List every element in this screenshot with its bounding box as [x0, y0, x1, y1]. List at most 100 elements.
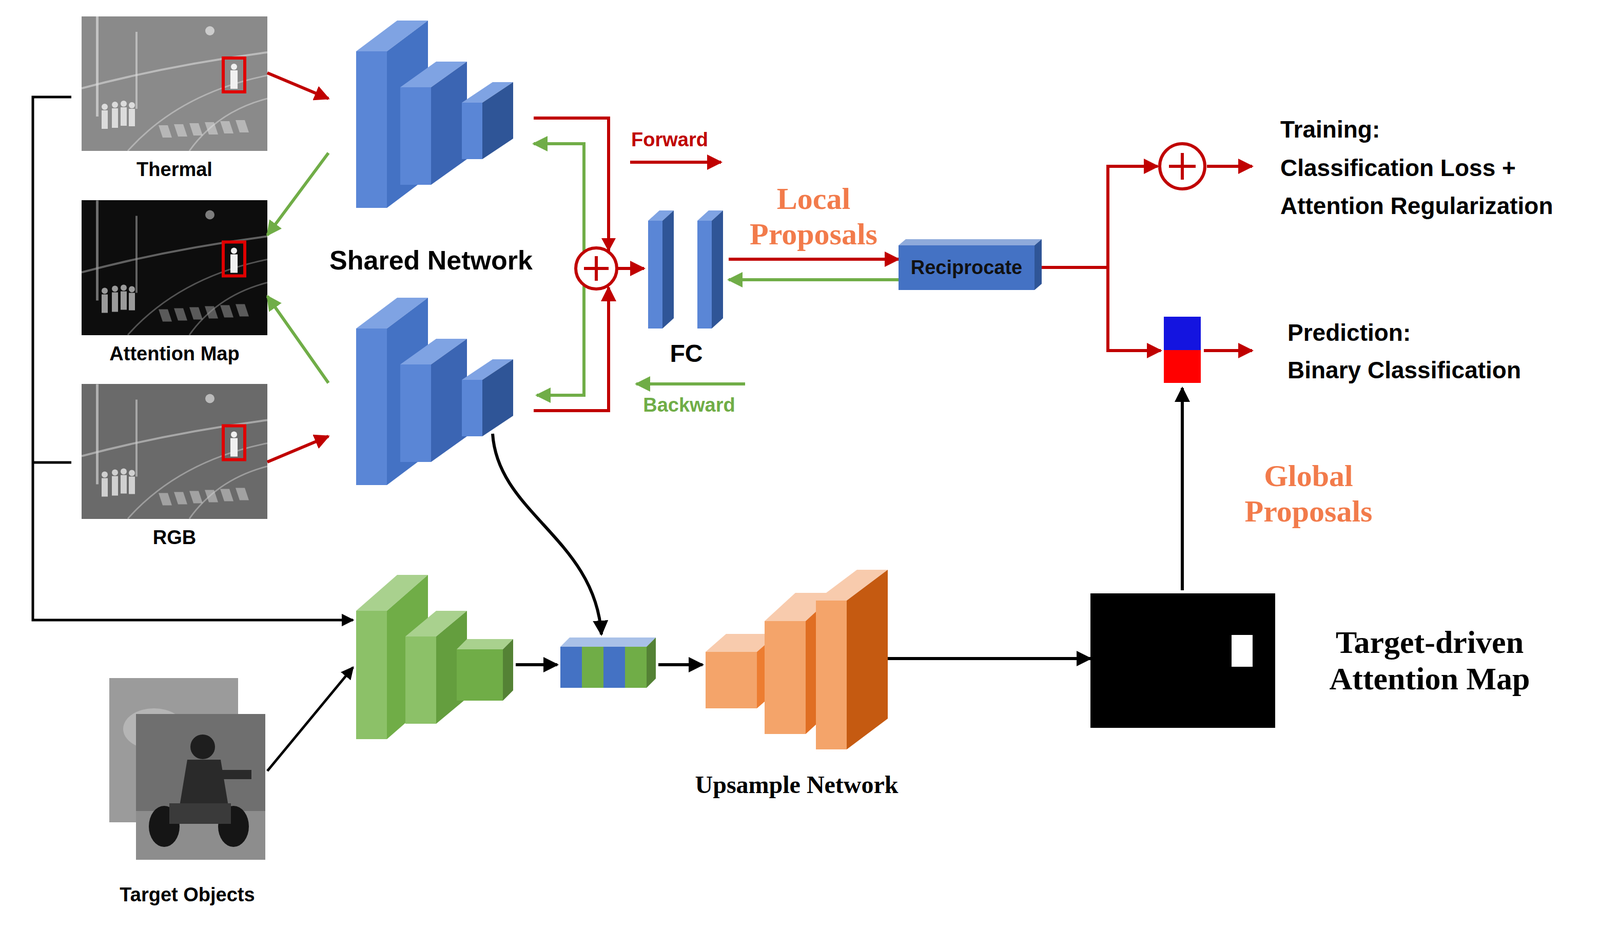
cnn-layer [400, 87, 432, 185]
image-panel: RGB [81, 383, 268, 519]
thermal-scene [81, 16, 268, 151]
forward-arrow [630, 160, 721, 164]
sum-node [575, 247, 617, 289]
rider-arm [220, 769, 252, 779]
attention-scene [81, 200, 268, 336]
flow-arrow [267, 667, 354, 771]
block-label: Shared Network [329, 244, 533, 277]
rider-body [179, 759, 229, 806]
fc-bar [648, 220, 663, 329]
cnn-layer [431, 61, 467, 185]
backward-arrow [636, 382, 746, 386]
output-label: Classification Loss + Attention Regulari… [1280, 149, 1589, 225]
sum-sign [583, 256, 609, 281]
cnn-layer [356, 51, 387, 208]
concat-feature [625, 646, 647, 688]
upsample-layer [846, 569, 888, 750]
class-score [1163, 316, 1201, 350]
concat-feature [560, 646, 582, 688]
thermal-image [81, 16, 268, 151]
caption: Attention Map [109, 342, 240, 366]
flow-arrow [515, 662, 558, 667]
motorbike [169, 803, 231, 824]
target-image [135, 713, 266, 860]
network-block: Shared Network [328, 16, 534, 483]
upsample-layer [764, 620, 806, 734]
box-label: Reciprocate [910, 256, 1023, 280]
caption: RGB [152, 525, 197, 550]
attention-map-image [1090, 593, 1276, 728]
connector [267, 436, 329, 462]
output-path [1106, 166, 1110, 351]
output-path [1106, 348, 1161, 353]
sum-node [1159, 143, 1205, 189]
fc-bar [711, 210, 724, 329]
concat-feature [646, 637, 656, 688]
output-arrow [1203, 348, 1253, 353]
connector [267, 296, 329, 383]
flow-arrow [658, 662, 703, 667]
image-panel: Target Objects [109, 677, 266, 860]
output-label: Training: [1280, 110, 1380, 149]
fc-bar [697, 220, 712, 329]
attention-image [81, 200, 268, 336]
connector [267, 72, 329, 99]
global-arrow [1180, 387, 1184, 591]
direction-label: Backward [632, 393, 746, 418]
attention-map: Target-driven Attention Map [1090, 593, 1276, 728]
cnn-layer [405, 636, 437, 724]
flow-arrow [492, 433, 602, 635]
stream-label: Global Proposals [1223, 458, 1394, 530]
cnn-layer [356, 610, 387, 739]
fc-layer: FC [644, 207, 729, 329]
edge-label: Local Proposals [726, 181, 902, 252]
connector [887, 656, 1091, 660]
cnn-layer [400, 364, 432, 462]
concat-feature [560, 637, 656, 647]
cnn-layer [461, 102, 483, 160]
direction-label: Forward [618, 128, 721, 152]
backward-path [536, 284, 584, 396]
block-label: Upsample Network [695, 769, 899, 800]
rgb-image [81, 383, 268, 519]
cnn-layer [456, 649, 503, 701]
connector [728, 257, 899, 261]
connector [533, 118, 645, 269]
output-path [1106, 164, 1158, 168]
output-label: Prediction: [1287, 314, 1411, 353]
cnn-layer [431, 338, 467, 462]
output-label: Binary Classification [1287, 351, 1521, 390]
output-arrow [1206, 164, 1253, 168]
input-bracket [32, 461, 72, 464]
cnn-layer [502, 638, 514, 701]
image-panel: Attention Map [81, 200, 268, 336]
rgb-scene [81, 384, 268, 519]
module-face [898, 239, 1042, 246]
sum-sign [1168, 152, 1196, 180]
attention-region [1231, 634, 1253, 667]
upsample-layer [705, 651, 757, 709]
connector [267, 152, 329, 236]
caption: Thermal [136, 158, 213, 182]
concat-feature [581, 646, 604, 688]
cnn-layer [461, 379, 483, 437]
module-box: Reciprocate [898, 245, 1035, 290]
cnn-layer [356, 328, 387, 485]
rider-head [190, 734, 216, 759]
upsample-layer [815, 600, 847, 750]
concat-feature [603, 646, 626, 688]
block-label: Target-driven Attention Map [1311, 623, 1548, 698]
connector [728, 278, 899, 282]
output-path [1041, 265, 1108, 269]
class-score [1163, 349, 1201, 383]
block-label: FC [670, 338, 704, 369]
cnn-layer [482, 359, 514, 437]
forward-path [533, 287, 609, 411]
caption: Target Objects [119, 883, 255, 907]
cnn-layer [482, 82, 514, 160]
network-block: Upsample Network [705, 569, 888, 750]
module-face [1034, 239, 1042, 290]
fc-bar [662, 210, 674, 329]
input-bracket [32, 96, 354, 620]
image-panel: Thermal [81, 16, 268, 151]
